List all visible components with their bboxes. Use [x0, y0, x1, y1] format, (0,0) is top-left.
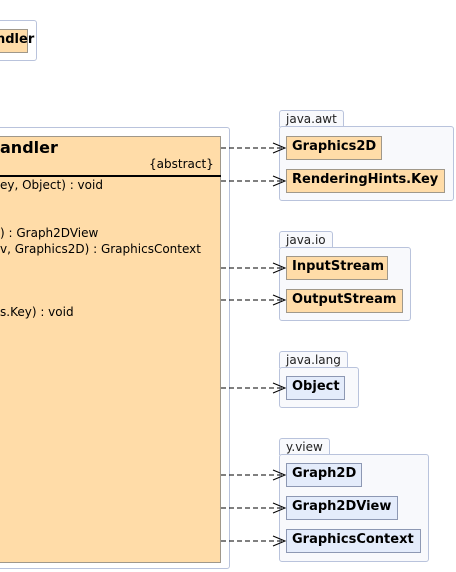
- member-row: v, Graphics2D) : GraphicsContext: [0, 242, 201, 256]
- class-inputstream[interactable]: InputStream: [286, 256, 388, 280]
- member-row: s.Key) : void: [0, 305, 74, 319]
- class-outputstream[interactable]: OutputStream: [286, 289, 403, 313]
- package-tab-y-view: y.view: [279, 438, 330, 455]
- package-tab-java-awt: java.awt: [279, 110, 344, 127]
- class-label: Graph2DView: [292, 499, 392, 514]
- main-class-title: andler: [0, 138, 58, 157]
- member-row: ) : Graph2DView: [0, 226, 99, 240]
- top-class-label: ndler: [0, 32, 35, 47]
- package-name: y.view: [286, 440, 323, 454]
- class-label: Graphics2D: [292, 139, 377, 154]
- class-graph2d[interactable]: Graph2D: [286, 463, 362, 487]
- class-graphicscontext[interactable]: GraphicsContext: [286, 529, 421, 553]
- class-label: RenderingHints.Key: [292, 172, 439, 187]
- class-label: Object: [292, 379, 340, 394]
- package-tab-java-io: java.io: [279, 231, 333, 248]
- class-label: Graph2D: [292, 466, 357, 481]
- member-row: ey, Object) : void: [0, 178, 103, 192]
- class-graph2dview[interactable]: Graph2DView: [286, 496, 398, 520]
- main-class-box[interactable]: [0, 136, 221, 563]
- class-label: OutputStream: [292, 292, 397, 307]
- class-object[interactable]: Object: [286, 376, 345, 400]
- package-tab-java-lang: java.lang: [279, 351, 348, 368]
- top-class-box[interactable]: ndler: [0, 29, 34, 53]
- package-name: java.lang: [286, 353, 341, 367]
- class-label: InputStream: [292, 259, 384, 274]
- package-name: java.awt: [286, 112, 337, 126]
- class-label: GraphicsContext: [292, 532, 414, 547]
- class-graphics2d[interactable]: Graphics2D: [286, 136, 382, 160]
- main-class-separator: [0, 175, 221, 177]
- main-class-stereotype: {abstract}: [149, 157, 214, 171]
- package-name: java.io: [286, 233, 326, 247]
- class-renderinghints-key[interactable]: RenderingHints.Key: [286, 169, 445, 193]
